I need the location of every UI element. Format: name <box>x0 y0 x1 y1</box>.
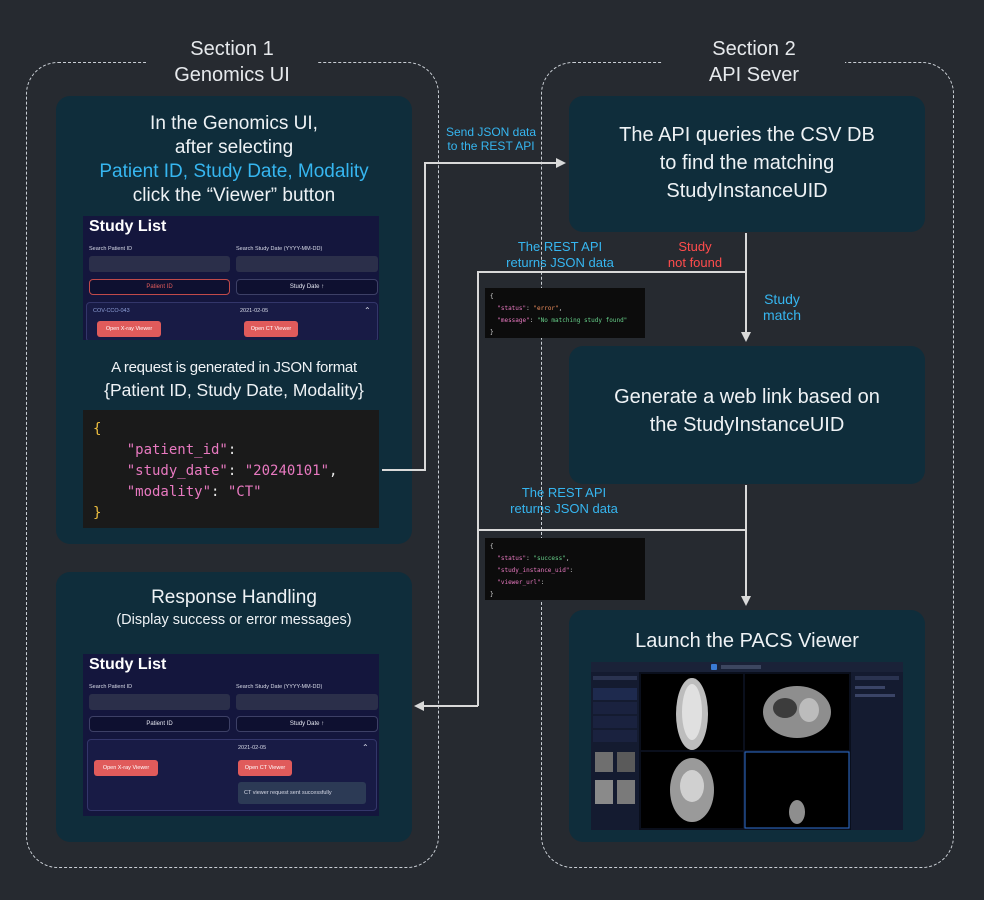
json-key-study-date: "study_date" <box>126 463 228 479</box>
search-patient-input[interactable] <box>89 256 230 272</box>
error-json-snippet: { "status": "error", "message": "No matc… <box>485 288 645 338</box>
json-value-study-date: "20240101" <box>244 463 330 479</box>
success-json-snippet: { "status": "success", "study_instance_u… <box>485 538 645 600</box>
section2-title-line1: Section 2 <box>712 38 796 60</box>
success-message: CT viewer request sent successfully <box>238 782 366 804</box>
patient-id-value: COV-CCO-043 <box>93 308 130 314</box>
response-subtitle: (Display success or error messages) <box>116 612 352 628</box>
study-not-found-line1: Study <box>678 239 712 254</box>
generate-box-line1: Generate a web link based on <box>614 386 880 408</box>
open-ct-viewer-button-bottom[interactable]: Open CT Viewer <box>238 760 292 776</box>
rest-api-returns-line2: returns JSON data <box>506 255 614 270</box>
send-json-label-line2: to the REST API <box>447 139 535 153</box>
generate-box-line2: the StudyInstanceUID <box>649 414 845 436</box>
search-date-input-bottom[interactable] <box>236 694 378 710</box>
rest-api-returns-line1: The REST API <box>517 239 603 254</box>
study-match-label: Study match <box>752 291 812 323</box>
study-not-found-label: Study not found <box>650 239 740 271</box>
error-json-close: } <box>490 329 494 336</box>
query-box-line2: to find the matching <box>659 152 835 174</box>
study-date-value-bottom: 2021-02-05 <box>238 745 267 751</box>
study-list-title-bottom: Study List <box>89 656 167 673</box>
search-patient-input-bottom[interactable] <box>89 694 230 710</box>
request-caption-2: {Patient ID, Study Date, Modality} <box>104 380 364 400</box>
open-xray-viewer-button-bottom[interactable]: Open X-ray Viewer <box>94 760 158 776</box>
request-json-code: { "patient_id": "study_date": "20240101"… <box>83 410 379 528</box>
chevron-up-icon-bottom[interactable]: ⌃ <box>362 743 369 752</box>
error-json-open: { <box>490 293 494 300</box>
study-list-title: Study List <box>89 218 167 235</box>
section2-title: Section 2 API Sever <box>663 36 845 88</box>
study-card: COV-CCO-043 2021-02-05 ⌃ Open X-ray View… <box>86 302 378 340</box>
study-date-sort-button[interactable]: Study Date ↑ <box>236 279 378 295</box>
section1-title-line2: Genomics UI <box>174 64 290 86</box>
section2-title-line2: API Sever <box>708 64 800 86</box>
success-json-open: { <box>490 543 494 550</box>
send-json-label: Send JSON data to the REST API <box>436 125 546 153</box>
section1-title: Section 1 Genomics UI <box>146 36 318 88</box>
query-box-line3: StudyInstanceUID <box>666 180 828 202</box>
request-box: In the Genomics UI, after selecting Pati… <box>56 96 412 544</box>
rest-api-success-line1: The REST API <box>521 485 607 500</box>
json-close-brace: } <box>93 505 102 521</box>
study-card-bottom: 2021-02-05 ⌃ Open X-ray Viewer Open CT V… <box>87 739 377 811</box>
launch-box: Launch the PACS Viewer <box>569 610 925 842</box>
success-json-key-uid: "study_instance_uid" <box>497 567 570 574</box>
study-date-sort-button-bottom[interactable]: Study Date ↑ <box>236 716 378 732</box>
json-key-modality: "modality" <box>126 484 212 500</box>
send-json-label-line1: Send JSON data <box>445 125 537 139</box>
request-box-line1: In the Genomics UI, <box>150 113 318 134</box>
error-json-value-message: "No matching study found" <box>536 317 628 324</box>
success-json-key-status: "status" <box>497 555 527 562</box>
study-match-line2: match <box>762 307 802 323</box>
request-box-line2: after selecting <box>174 137 294 158</box>
success-json-close: } <box>490 591 494 598</box>
open-xray-viewer-button[interactable]: Open X-ray Viewer <box>97 321 161 337</box>
rest-api-success-line2: returns JSON data <box>510 501 618 516</box>
pacs-viewer-screenshot <box>591 662 903 830</box>
request-box-line4: click the “Viewer” button <box>132 185 336 206</box>
response-title: Response Handling <box>151 587 317 608</box>
error-json-key-message: "message" <box>497 317 530 324</box>
error-json-value-status: "error" <box>533 305 559 312</box>
patient-id-sort-button[interactable]: Patient ID <box>89 279 230 295</box>
chevron-up-icon[interactable]: ⌃ <box>364 306 371 315</box>
json-value-modality: "CT" <box>227 484 262 500</box>
success-json-key-url: "viewer_url" <box>497 579 541 586</box>
search-patient-label: Search Patient ID <box>89 246 133 252</box>
patient-id-sort-button-bottom[interactable]: Patient ID <box>89 716 230 732</box>
launch-title: Launch the PACS Viewer <box>635 630 859 652</box>
success-json-value-status: "success" <box>533 555 566 562</box>
study-match-line1: Study <box>764 291 800 307</box>
study-not-found-line2: not found <box>667 255 723 270</box>
json-open-brace: { <box>93 421 102 437</box>
study-list-bottom: Study List Search Patient ID Search Stud… <box>83 654 379 816</box>
rest-api-success-label: The REST API returns JSON data <box>494 485 634 517</box>
json-key-patient-id: "patient_id" <box>126 442 228 458</box>
pacs-viewer-image <box>591 662 903 830</box>
request-box-line3: Patient ID, Study Date, Modality <box>99 161 369 182</box>
search-patient-label-bottom: Search Patient ID <box>89 684 133 690</box>
search-date-label: Search Study Date (YYYY-MM-DD) <box>236 246 323 252</box>
error-json-key-status: "status" <box>497 305 527 312</box>
generate-box: Generate a web link based on the StudyIn… <box>569 346 925 484</box>
query-box: The API queries the CSV DB to find the m… <box>569 96 925 232</box>
search-date-label-bottom: Search Study Date (YYYY-MM-DD) <box>236 684 323 690</box>
response-box: Response Handling (Display success or er… <box>56 572 412 842</box>
query-box-line1: The API queries the CSV DB <box>619 124 875 146</box>
open-ct-viewer-button[interactable]: Open CT Viewer <box>244 321 298 337</box>
request-caption-1: A request is generated in JSON format <box>111 359 357 376</box>
rest-api-returns-label: The REST API returns JSON data <box>490 239 630 271</box>
study-list-top: Study List Search Patient ID Search Stud… <box>83 216 379 340</box>
study-date-value: 2021-02-05 <box>240 308 269 314</box>
search-date-input[interactable] <box>236 256 378 272</box>
section1-title-line1: Section 1 <box>190 38 274 60</box>
